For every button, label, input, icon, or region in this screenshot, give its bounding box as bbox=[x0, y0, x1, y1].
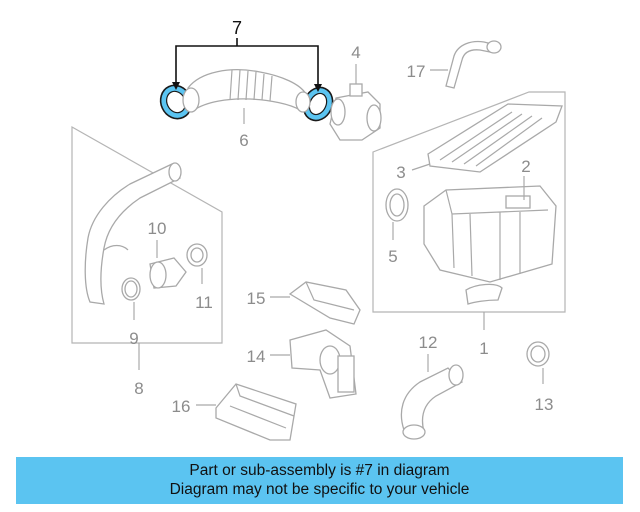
clamp-part-13[interactable] bbox=[526, 341, 550, 367]
clamp-left-part-7[interactable] bbox=[155, 80, 197, 123]
leader-3 bbox=[411, 163, 431, 171]
arrow-7-right bbox=[314, 84, 322, 92]
arrow-7-left bbox=[172, 82, 180, 90]
airbox-group-box bbox=[372, 91, 566, 313]
clamp-part-11[interactable] bbox=[186, 243, 208, 267]
elbow-hose-part-12[interactable] bbox=[400, 364, 464, 440]
callout-3[interactable]: 3 bbox=[396, 163, 405, 182]
cover-part-15[interactable] bbox=[288, 281, 361, 325]
callout-4[interactable]: 4 bbox=[351, 43, 360, 62]
callout-8[interactable]: 8 bbox=[134, 379, 143, 398]
callout-11[interactable]: 11 bbox=[195, 293, 213, 312]
connector-part-10[interactable] bbox=[149, 257, 187, 289]
left-group-box bbox=[71, 125, 223, 344]
callout-16[interactable]: 16 bbox=[172, 397, 191, 416]
clamp-part-9[interactable] bbox=[121, 277, 141, 301]
seal-ring-part-5[interactable] bbox=[385, 188, 409, 222]
callout-14[interactable]: 14 bbox=[247, 347, 266, 366]
callout-10[interactable]: 10 bbox=[148, 219, 167, 238]
parts-diagram: 7 6 4 17 3 2 5 bbox=[71, 18, 566, 441]
banner-line-1: Part or sub-assembly is #7 in diagram bbox=[189, 462, 450, 479]
callout-2[interactable]: 2 bbox=[521, 157, 530, 176]
maf-sensor-part-4[interactable] bbox=[329, 83, 382, 141]
air-box-part-2[interactable] bbox=[423, 185, 557, 305]
callout-1[interactable]: 1 bbox=[479, 339, 488, 358]
info-banner: Part or sub-assembly is #7 in diagram Di… bbox=[16, 457, 623, 504]
bracket-7 bbox=[175, 45, 319, 86]
callout-15[interactable]: 15 bbox=[247, 289, 266, 308]
banner-line-2: Diagram may not be specific to your vehi… bbox=[169, 481, 470, 498]
callout-9[interactable]: 9 bbox=[129, 329, 138, 348]
guide-part-16[interactable] bbox=[215, 383, 297, 441]
callout-5[interactable]: 5 bbox=[388, 247, 397, 266]
callout-6[interactable]: 6 bbox=[239, 131, 248, 150]
callout-17[interactable]: 17 bbox=[407, 62, 426, 81]
callout-13[interactable]: 13 bbox=[535, 395, 554, 414]
vent-tube-part-17[interactable] bbox=[445, 40, 502, 89]
air-filter-part-3[interactable] bbox=[427, 103, 563, 173]
callout-7[interactable]: 7 bbox=[232, 18, 242, 38]
housing-part-14[interactable] bbox=[289, 329, 357, 399]
intake-hose-part-6[interactable] bbox=[182, 69, 311, 113]
charge-duct bbox=[84, 162, 182, 305]
callout-12[interactable]: 12 bbox=[419, 333, 438, 352]
